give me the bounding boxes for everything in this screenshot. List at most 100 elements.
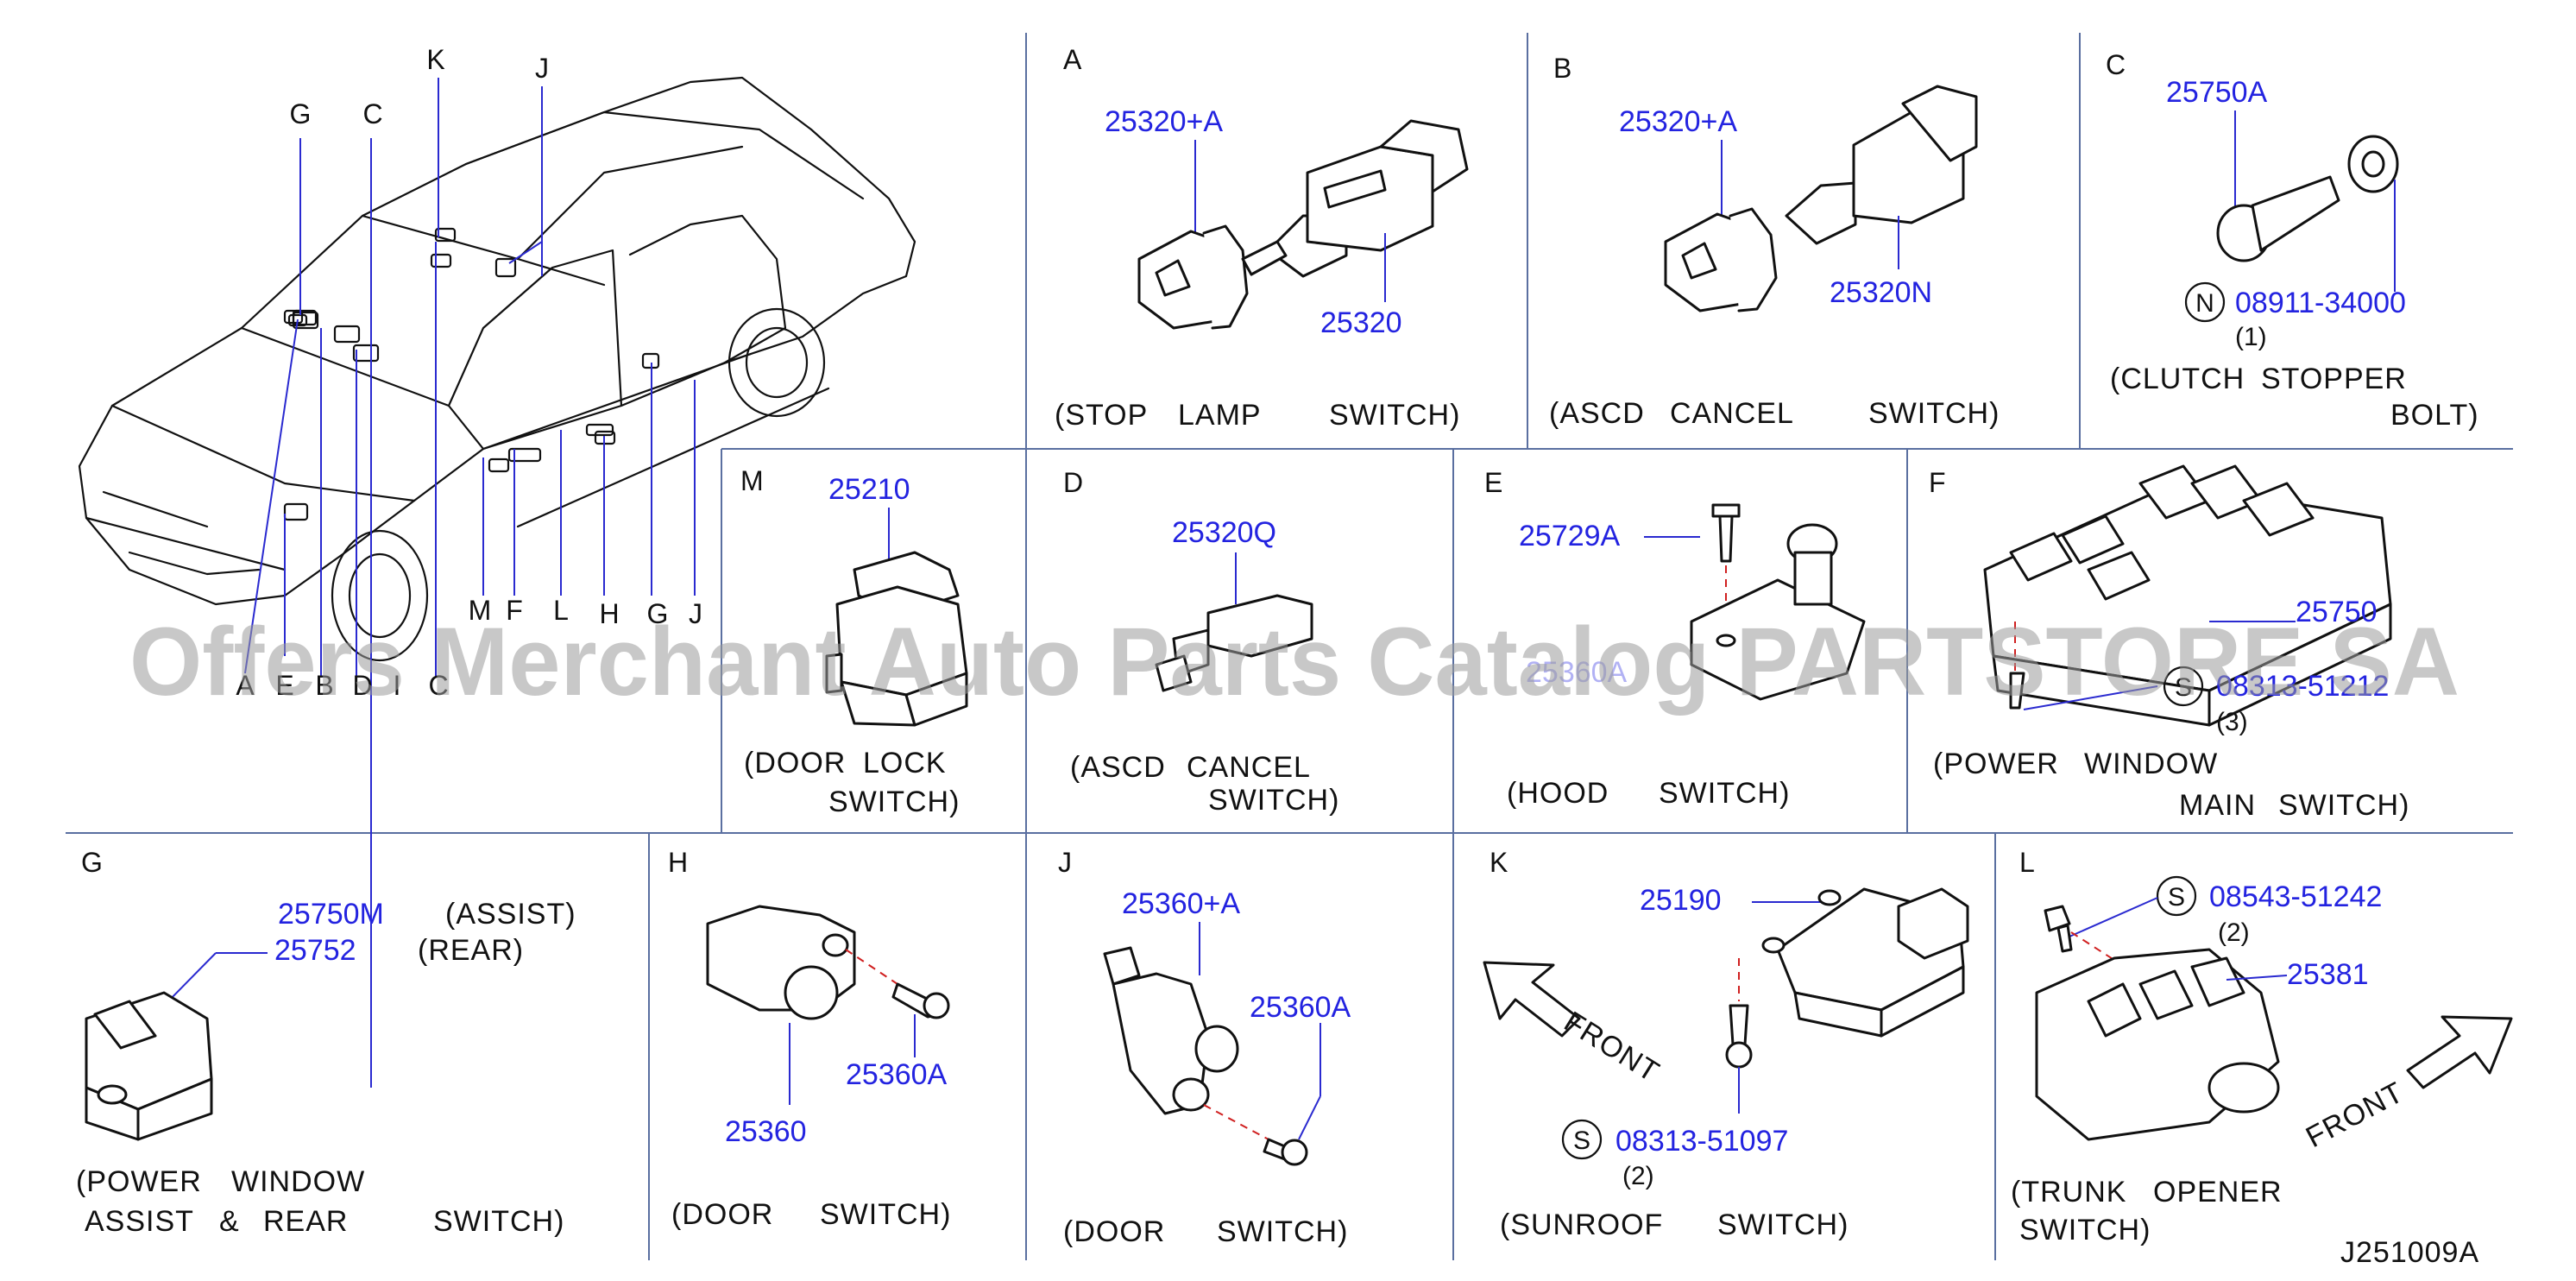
section-d-letter: D (1063, 467, 1083, 498)
section-m-caption-1: (DOOR (744, 747, 846, 779)
section-h-caption-2: SWITCH) (820, 1198, 951, 1231)
section-e-caption-1: (HOOD (1507, 777, 1609, 810)
car-letter-c: C (362, 98, 382, 129)
car-letter-j: J (535, 53, 549, 84)
section-l-marker: S (2168, 883, 2185, 912)
section-g-note-2: (REAR) (418, 934, 524, 967)
section-f-part-1: 25750 (2296, 596, 2378, 628)
trunk-opener-switch-drawing (2035, 905, 2280, 1141)
diagram-id: J251009A (2340, 1236, 2479, 1269)
section-l-caption-1: (TRUNK (2011, 1176, 2126, 1208)
section-d-caption-2: CANCEL (1187, 751, 1311, 784)
section-k-caption-1: (SUNROOF (1500, 1208, 1663, 1241)
car-leaders (244, 78, 696, 1088)
section-g-letter: G (81, 847, 103, 878)
car-letter-m: M (469, 595, 492, 626)
section-k-letter: K (1490, 847, 1508, 878)
section-k-qty: (2) (1622, 1162, 1654, 1190)
section-f-marker: S (2175, 673, 2192, 702)
section-c-part-2: 08911-34000 (2235, 287, 2406, 319)
section-f-caption-4: SWITCH) (2278, 789, 2409, 822)
section-k: K 25190 S 08313-51097 (2) FRONT (SUNROOF… (1483, 847, 1969, 1241)
section-k-part-2: 08313-51097 (1616, 1125, 1788, 1158)
section-m-caption-3: SWITCH) (828, 786, 960, 818)
section-f-caption-2: WINDOW (2084, 748, 2218, 780)
section-c-caption-3: BOLT) (2390, 399, 2479, 432)
car-letter-f: F (506, 595, 523, 626)
door-lock-switch-drawing (825, 551, 968, 727)
front-arrow-icon-l (2406, 1015, 2513, 1089)
section-c-caption-2: STOPPER (2261, 363, 2407, 395)
car-letter-k: K (426, 44, 444, 75)
section-d-caption-3: SWITCH) (1208, 784, 1339, 817)
watermark-text: Offers Merchant Auto Parts Catalog PARTS… (129, 608, 2459, 716)
section-m-letter: M (740, 465, 764, 496)
car-letter-g: G (290, 98, 312, 129)
section-e-part-2: 25360A (1526, 656, 1628, 689)
section-d-caption-1: (ASCD (1070, 751, 1166, 784)
door-switch-h-drawing (706, 905, 950, 1020)
section-d-part-1: 25320Q (1172, 516, 1276, 549)
section-a-caption-1: (STOP (1055, 399, 1148, 432)
car-letter-g2: G (647, 598, 669, 629)
section-j-letter: J (1058, 847, 1072, 878)
section-h-part-2: 25360 (725, 1115, 807, 1148)
section-b: B 25320+A 25320N (ASCD CANCEL SWITCH) (1549, 53, 2000, 430)
grid-lines (66, 33, 2513, 1260)
section-c-letter: C (2106, 49, 2126, 80)
section-h-caption-1: (DOOR (671, 1198, 773, 1231)
section-f-caption-3: MAIN (2179, 789, 2256, 822)
section-b-caption-3: SWITCH) (1868, 397, 2000, 430)
section-l-caption-2: OPENER (2153, 1176, 2283, 1208)
section-m-part-1: 25210 (828, 473, 910, 506)
section-a: A 25320+A 25320 (STOP LAMP SWITCH) (1055, 44, 1469, 432)
car-letter-h: H (599, 598, 619, 629)
car-letter-c2: C (428, 670, 448, 701)
section-a-letter: A (1063, 44, 1082, 75)
section-b-caption-2: CANCEL (1670, 397, 1794, 430)
section-c-part-1: 25750A (2166, 76, 2268, 109)
section-f: F 25750 S 08313-51212 (3) (POWER WINDOW … (1929, 464, 2409, 822)
section-b-part-1: 25320+A (1619, 105, 1737, 138)
section-f-letter: F (1929, 467, 1946, 498)
section-j-caption-2: SWITCH) (1217, 1215, 1348, 1248)
section-g: G 25750M (ASSIST) 25752 (REAR) (POWER WI… (76, 847, 576, 1238)
section-e-letter: E (1484, 467, 1502, 498)
front-arrow-icon (1483, 961, 1581, 1038)
section-e: E 25729A 25360A (HOOD SWITCH) (1484, 467, 1866, 810)
car-letter-i: I (394, 670, 401, 701)
section-g-caption-6: SWITCH) (433, 1205, 564, 1238)
car-letter-l: L (553, 595, 569, 626)
section-h-part-1: 25360A (846, 1058, 948, 1091)
section-j-part-1: 25360+A (1122, 887, 1240, 920)
section-g-caption-2: WINDOW (231, 1165, 365, 1198)
assist-rear-switch-drawing (85, 991, 213, 1141)
section-f-qty: (3) (2216, 708, 2248, 736)
power-window-main-switch-drawing (1983, 464, 2392, 727)
section-e-part-1: 25729A (1519, 520, 1621, 552)
section-a-part-1: 25320+A (1105, 105, 1223, 138)
section-k-front-label: FRONT (1559, 1006, 1666, 1089)
section-l-qty: (2) (2218, 918, 2250, 947)
section-g-caption-4: & (219, 1205, 240, 1238)
ascd-cancel-switch-drawing (1664, 85, 1978, 312)
section-m-caption-2: LOCK (863, 747, 947, 779)
section-j-part-2: 25360A (1250, 991, 1351, 1024)
section-b-part-2: 25320N (1830, 276, 1932, 309)
section-j-caption-1: (DOOR (1063, 1215, 1165, 1248)
ascd-cancel-switch-d-drawing (1155, 594, 1313, 692)
section-g-caption-1: (POWER (76, 1165, 202, 1198)
car-letter-a: A (236, 670, 255, 701)
section-l-caption-3: SWITCH) (2019, 1214, 2151, 1246)
section-k-caption-2: SWITCH) (1717, 1208, 1849, 1241)
section-g-note-1: (ASSIST) (445, 898, 576, 931)
hood-switch-drawing (1690, 503, 1866, 701)
section-e-caption-2: SWITCH) (1659, 777, 1790, 810)
car-letter-j2: J (689, 598, 702, 629)
car-letters: K J G C M F L H G J A E B D I C (236, 44, 702, 701)
section-k-part-1: 25190 (1640, 884, 1722, 917)
section-m: M 25210 (DOOR LOCK SWITCH) (740, 465, 968, 818)
car-letter-b: B (315, 670, 333, 701)
section-a-part-2: 25320 (1320, 306, 1402, 339)
